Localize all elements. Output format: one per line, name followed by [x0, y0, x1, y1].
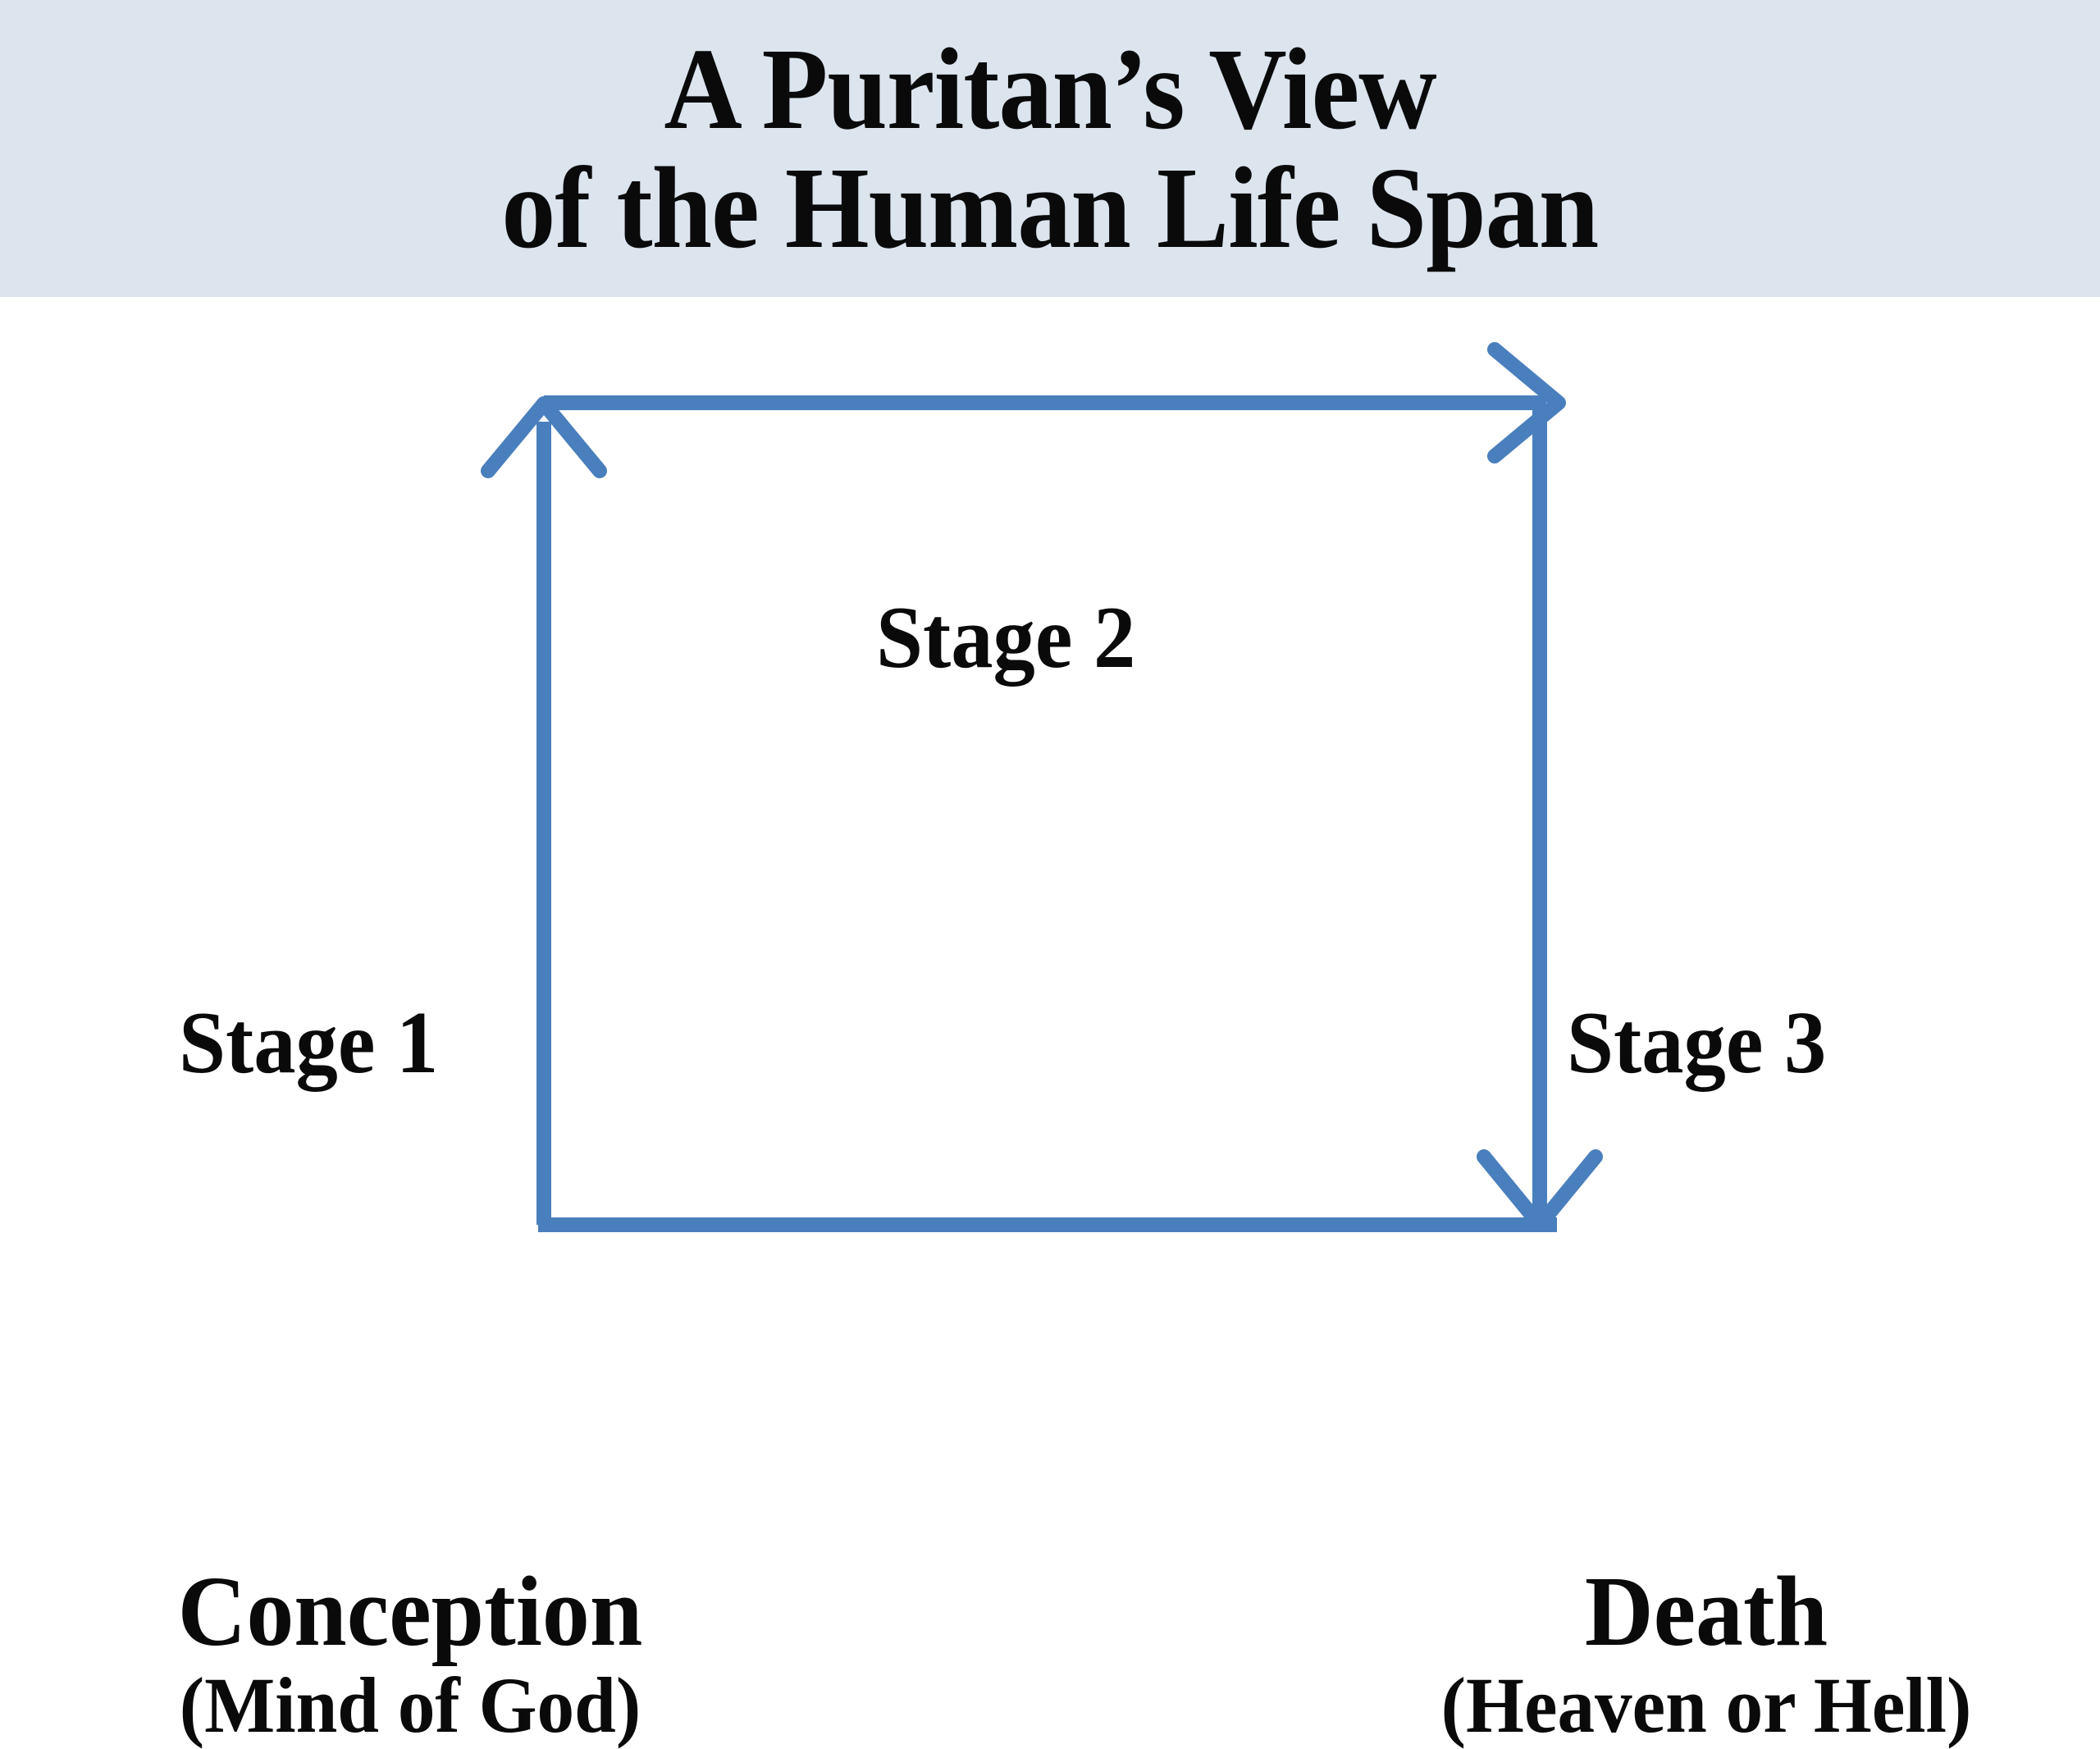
death-primary-text: Death	[1584, 1556, 1828, 1667]
conception-secondary-text: (Mind of God)	[179, 1660, 641, 1749]
page-title-line-1: A Puritan’s View	[664, 24, 1436, 154]
conception-primary-text: Conception	[177, 1556, 643, 1667]
page-title-line-2: of the Human Life Span	[501, 143, 1599, 272]
stage-2-arrow	[544, 342, 1566, 464]
stage-1-arrow	[481, 396, 607, 1225]
stage-1-label: Stage 1	[179, 994, 439, 1092]
diagram-arrows-svg	[481, 342, 1603, 1232]
death-secondary-text: (Heaven or Hell)	[1440, 1660, 1972, 1749]
life-span-diagram: Stage 2 Stage 1 Stage 3 Conception (Mind…	[0, 297, 2100, 1746]
endpoint-label-conception: Conception (Mind of God)	[90, 1556, 730, 1749]
stage-3-arrow	[1477, 405, 1603, 1232]
stage-3-label: Stage 3	[1567, 994, 1827, 1092]
stage-2-label: Stage 2	[876, 589, 1136, 687]
title-banner: A Puritan’s View of the Human Life Span	[0, 0, 2100, 297]
endpoint-label-death: Death (Heaven or Hell)	[1337, 1556, 2075, 1749]
